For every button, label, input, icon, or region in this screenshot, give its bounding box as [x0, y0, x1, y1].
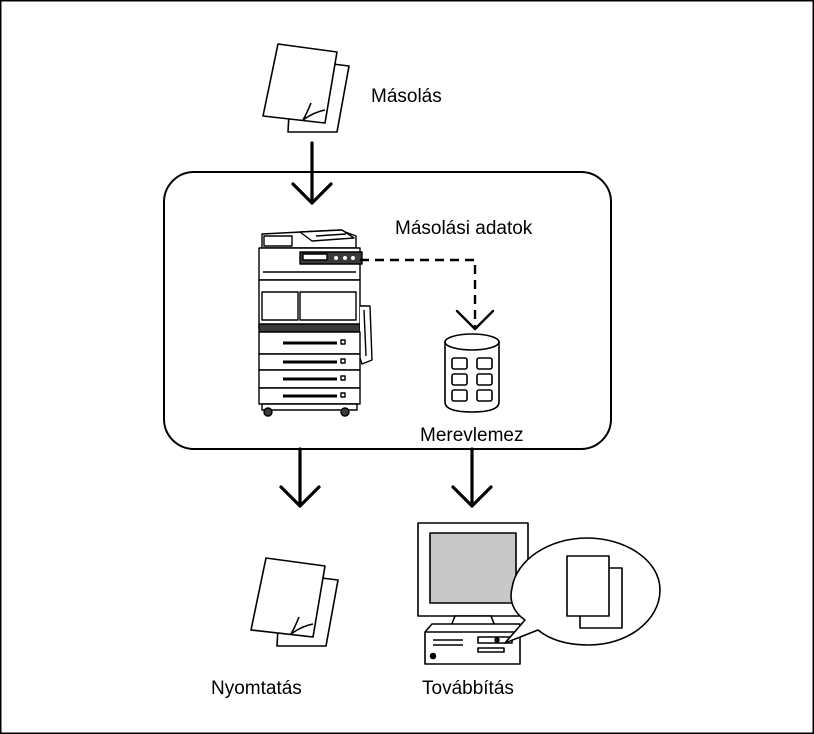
- arrow-copy-in: [291, 141, 333, 205]
- output-document-icon: [250, 557, 339, 647]
- data-flow-arrow: [360, 258, 495, 331]
- label-copy-data: Másolási adatok: [395, 218, 533, 239]
- label-hard-disk: Merevlemez: [420, 425, 524, 446]
- computer-icon: [417, 522, 529, 665]
- copier-icon: [258, 229, 373, 417]
- hard-disk-icon: [444, 333, 500, 413]
- arrow-to-forward: [451, 447, 493, 508]
- label-forward: Továbbítás: [422, 678, 514, 699]
- process-container: [163, 171, 612, 450]
- input-document-icon: [262, 43, 350, 133]
- label-print: Nyomtatás: [211, 678, 302, 699]
- arrow-to-print: [279, 447, 321, 508]
- label-copy: Másolás: [371, 86, 442, 107]
- speech-bubble-icon: [504, 537, 661, 646]
